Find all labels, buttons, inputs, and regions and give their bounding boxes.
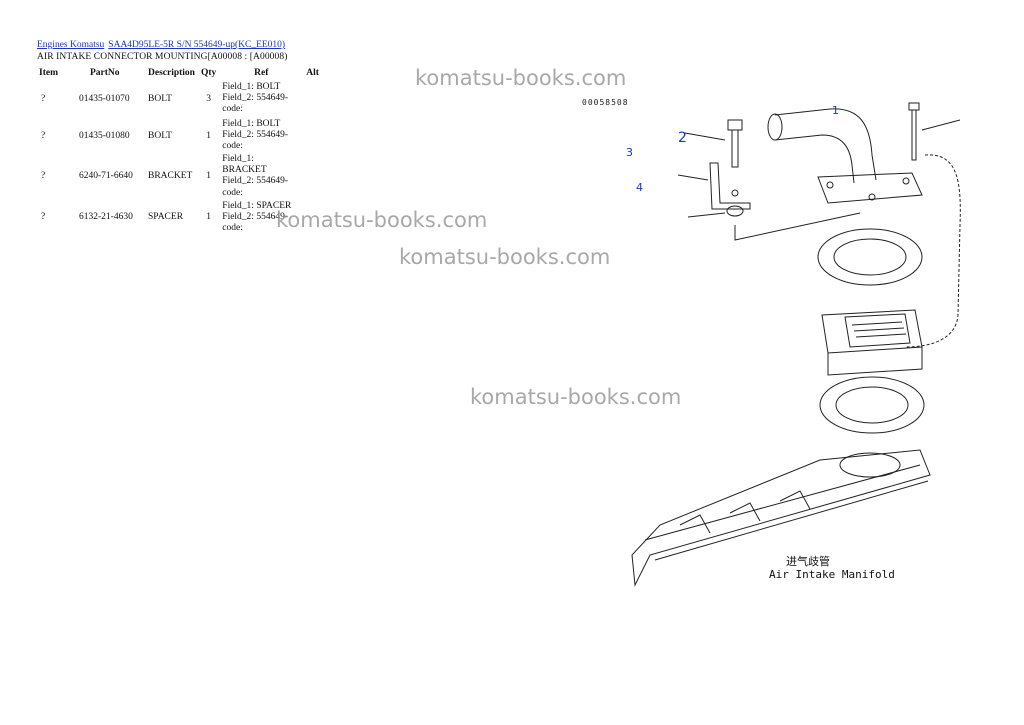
diagram-code: 00058508 [582,98,629,107]
breadcrumb-link-model[interactable]: SAA4D95LE-5R S/N 554649-up(KC_EE010) [108,40,286,50]
caption-chinese: 进气歧管 [786,554,830,568]
cell-item: ? [41,212,46,223]
ref-field1: Field_1: BRACKET [222,154,267,176]
parts-diagram: 00058508 1 2 3 4 进气歧管 Air Intake Manifol… [582,98,961,587]
cell-alt [303,154,322,199]
cell-qty: 3 [206,93,211,104]
cell-item: ? [41,171,46,182]
cell-partno: 6240-71-6640 [79,171,133,182]
watermark: komatsu-books.com [399,245,611,269]
spacer [726,205,744,217]
breadcrumb-link-engines[interactable]: Engines Komatsu [37,40,105,50]
page-title: AIR INTAKE CONNECTOR MOUNTING[A00008 : [… [37,52,288,62]
parts-table: Item PartNo Description Qty Ref Alt ? 01… [36,66,322,236]
watermark: komatsu-books.com [470,385,682,409]
cell-description: BOLT [148,93,172,104]
cell-item: ? [41,130,46,141]
ref-field2: Field_2: 554649- [222,92,288,103]
cell-alt [303,80,322,117]
ref-code: code: [222,104,243,115]
ref-field1: Field_1: BOLT [222,118,281,129]
col-item: Item [39,68,58,78]
col-partno: PartNo [90,68,120,78]
gasket-upper [817,228,923,286]
bolt-right [908,102,920,161]
callout-3: 3 [626,146,633,159]
manifold [631,449,931,587]
cell-qty: 1 [206,171,211,182]
cell-partno: 01435-01080 [79,130,130,141]
cell-alt [303,117,322,154]
callout-4: 4 [636,181,643,194]
cell-partno: 6132-21-4630 [79,212,133,223]
watermark: komatsu-books.com [415,66,627,90]
col-description: Description [148,68,195,78]
pipe-flange [817,172,923,204]
callout-1: 1 [832,104,839,117]
col-alt: Alt [306,68,319,78]
caption-english: Air Intake Manifold [769,568,895,581]
watermark: komatsu-books.com [276,208,488,232]
col-ref: Ref [254,68,269,78]
col-qty: Qty [200,68,217,78]
ref-code: code: [222,187,243,198]
cell-item: ? [41,93,46,104]
gasket-lower [819,376,925,434]
ref-code: code: [222,222,243,233]
bolt-left [727,119,743,168]
cell-description: BOLT [148,130,172,141]
table-header-row: Item PartNo Description Qty Ref Alt [36,66,322,80]
ref-field2: Field_2: 554649- [222,176,288,187]
cell-qty: 1 [206,130,211,141]
callout-2: 2 [678,130,687,146]
cell-description: SPACER [148,212,184,223]
hose [904,154,961,348]
ref-field1: Field_1: SPACER [222,200,292,211]
ref-code: code: [222,141,243,152]
ref-field2: Field_2: 554649- [222,129,288,140]
elbow-pipe [774,108,877,181]
cell-description: BRACKET [148,171,193,182]
ref-field2: Field_2: 554649- [222,211,288,222]
table-row: ? 6240-71-6640 BRACKET 1 Field_1: BRACKE… [36,154,322,199]
cell-qty: 1 [206,212,211,223]
bracket [709,162,751,210]
cell-partno: 01435-01070 [79,93,130,104]
ref-field1: Field_1: BOLT [222,81,281,92]
